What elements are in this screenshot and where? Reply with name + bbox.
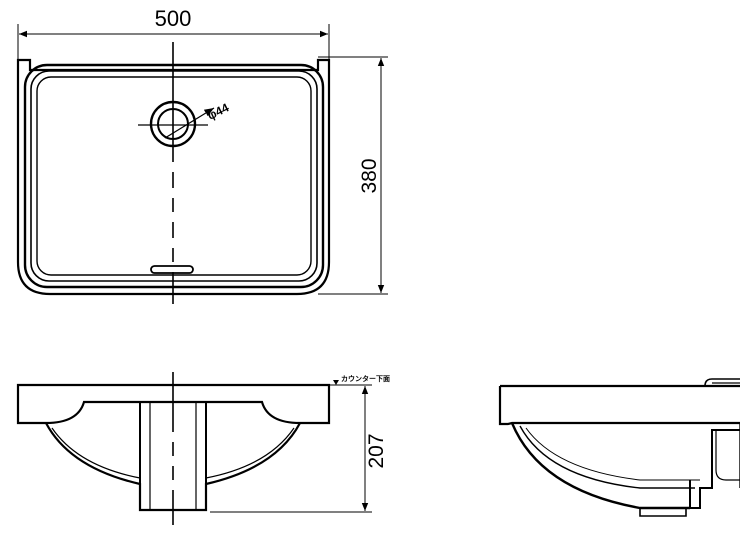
front-view (16, 372, 372, 525)
side-bowl-inner-2 (525, 427, 700, 481)
rim-contour-2 (30, 70, 318, 282)
counter-underside-label: カウンター下面 (341, 374, 390, 383)
drain-diameter-label: φ44 (205, 100, 231, 122)
side-drain (689, 429, 740, 509)
rim-contour-1 (23, 63, 325, 289)
side-rim (498, 386, 740, 426)
depth-dimension-label: 380 (358, 158, 381, 193)
width-dimension-label: 500 (155, 6, 192, 31)
rim-outline (16, 58, 331, 296)
side-bowl-outer (510, 422, 690, 510)
height-dimension-label: 207 (365, 433, 388, 468)
plan-view (16, 24, 388, 304)
side-bowl-inner (519, 425, 695, 489)
front-rim (16, 383, 331, 425)
side-overflow-box (704, 378, 740, 387)
bowl-edge (36, 76, 312, 276)
counter-underside-marker-icon (333, 380, 339, 385)
front-bowl-inner-right (205, 427, 295, 479)
side-overflow-pipe (715, 430, 740, 481)
side-drain-stub (639, 508, 687, 517)
front-bowl-inner (51, 427, 141, 479)
side-view (498, 378, 740, 517)
overflow-slot (150, 265, 194, 274)
